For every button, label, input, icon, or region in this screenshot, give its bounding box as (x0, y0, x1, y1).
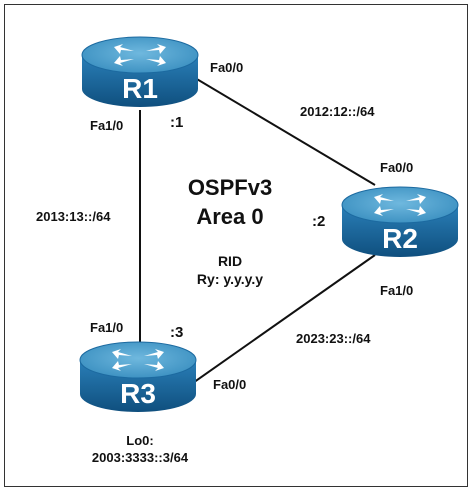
router-r2-icon[interactable] (341, 186, 459, 257)
area-title: Area 0 (196, 204, 264, 229)
link-r1-r2 (184, 71, 376, 186)
r1-fa10-label: Fa1/0 (90, 118, 124, 133)
r3-loopback-label: Lo0: (126, 433, 154, 448)
link-r1-r3-subnet: 2013:13::/64 (36, 209, 111, 224)
r3-loopback-address: 2003:3333::3/64 (91, 450, 189, 465)
router-r2-name: R2 (382, 223, 418, 254)
r1-host-id: :1 (170, 114, 184, 131)
r3-host-id: :3 (170, 324, 184, 341)
protocol-title: OSPFv3 (187, 175, 273, 200)
r1-fa00-label: Fa0/0 (210, 60, 244, 75)
diagram-frame (4, 4, 468, 487)
rid-value: Ry: y.y.y.y (196, 271, 264, 287)
link-r2-r3 (189, 254, 376, 386)
rid-label: RID (217, 253, 243, 269)
router-r3-name: R3 (120, 378, 156, 409)
router-r1-icon[interactable] (81, 36, 199, 107)
router-r1-name: R1 (122, 73, 158, 104)
link-r2-r3-subnet: 2023:23::/64 (296, 331, 371, 346)
link-r1-r2-subnet: 2012:12::/64 (300, 104, 375, 119)
router-r3-icon[interactable] (79, 341, 197, 412)
r3-fa00-label: Fa0/0 (213, 377, 247, 392)
r2-fa00-label: Fa0/0 (380, 160, 414, 175)
r2-fa10-label: Fa1/0 (380, 283, 414, 298)
r2-host-id: :2 (312, 213, 326, 230)
r3-fa10-label: Fa1/0 (90, 320, 124, 335)
